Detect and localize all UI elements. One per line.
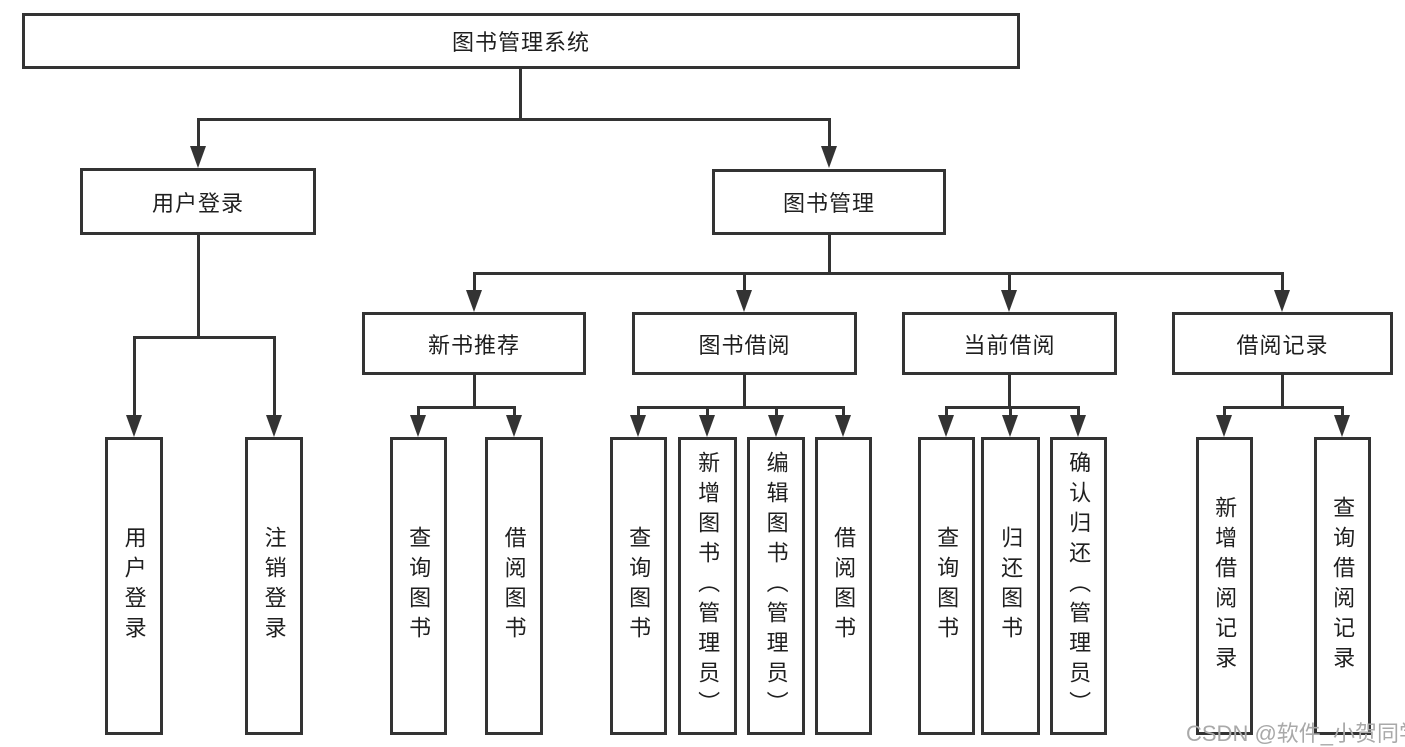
connector-line xyxy=(828,118,831,150)
connector-line xyxy=(828,234,831,272)
leaf-label: 查询图书 xyxy=(406,526,432,646)
connector-line xyxy=(743,272,746,294)
node-label: 新书推荐 xyxy=(427,332,520,358)
arrow-down-icon xyxy=(821,146,837,168)
connector-line xyxy=(945,406,1079,409)
node-book-borrow: 图书借阅 xyxy=(632,312,857,375)
arrow-down-icon xyxy=(466,290,482,312)
leaf-logout: 注销登录 xyxy=(245,437,303,735)
node-current-borrow: 当前借阅 xyxy=(902,312,1117,375)
arrow-down-icon xyxy=(1070,415,1086,437)
connector-line xyxy=(519,68,522,118)
connector-line xyxy=(133,336,276,339)
node-label: 当前借阅 xyxy=(963,332,1056,358)
connector-line xyxy=(273,336,276,418)
leaf-label: 查询借阅记录 xyxy=(1330,496,1356,676)
arrow-down-icon xyxy=(1274,290,1290,312)
arrow-down-icon xyxy=(699,415,715,437)
connector-line xyxy=(1281,374,1284,407)
leaf-edit-book-admin: 编辑图书（管理员） xyxy=(747,437,805,735)
leaf-user-login: 用户登录 xyxy=(105,437,163,735)
leaf-borrow-books: 借阅图书 xyxy=(815,437,872,735)
arrow-down-icon xyxy=(506,415,522,437)
connector-line xyxy=(197,234,200,336)
node-label: 图书管理系统 xyxy=(451,30,590,55)
arrow-down-icon xyxy=(1002,415,1018,437)
connector-line xyxy=(197,118,200,150)
leaf-query-books-current: 查询图书 xyxy=(918,437,975,735)
connector-line xyxy=(743,374,746,407)
leaf-label: 查询图书 xyxy=(934,526,960,646)
leaf-add-borrow-record: 新增借阅记录 xyxy=(1196,437,1253,735)
connector-line xyxy=(473,272,1283,275)
connector-line xyxy=(842,406,845,418)
connector-line xyxy=(417,406,420,418)
arrow-down-icon xyxy=(1334,415,1350,437)
connector-line xyxy=(1223,406,1226,418)
arrow-down-icon xyxy=(835,415,851,437)
leaf-return-book: 归还图书 xyxy=(981,437,1040,735)
leaf-label: 确认归还（管理员） xyxy=(1066,451,1092,721)
connector-line xyxy=(133,336,136,418)
arrow-down-icon xyxy=(938,415,954,437)
connector-line xyxy=(1077,406,1080,418)
connector-line xyxy=(945,406,948,418)
node-borrow-records: 借阅记录 xyxy=(1172,312,1393,375)
leaf-confirm-return-admin: 确认归还（管理员） xyxy=(1050,437,1107,735)
leaf-label: 用户登录 xyxy=(121,526,147,646)
node-label: 用户登录 xyxy=(151,190,244,216)
arrow-down-icon xyxy=(126,415,142,437)
node-new-book-recommend: 新书推荐 xyxy=(362,312,586,375)
leaf-query-books-recommend: 查询图书 xyxy=(390,437,447,735)
leaf-label: 新增图书（管理员） xyxy=(695,451,721,721)
connector-line xyxy=(1009,406,1012,418)
leaf-label: 借阅图书 xyxy=(831,526,857,646)
connector-line xyxy=(706,406,709,418)
node-book-management: 图书管理 xyxy=(712,169,946,235)
connector-line xyxy=(1281,272,1284,294)
connector-line xyxy=(513,406,516,418)
leaf-borrow-books-recommend: 借阅图书 xyxy=(485,437,543,735)
arrow-down-icon xyxy=(266,415,282,437)
connector-line xyxy=(197,118,831,121)
leaf-label: 归还图书 xyxy=(998,526,1024,646)
watermark-text: CSDN @软件_小贺同学 xyxy=(1186,721,1405,746)
leaf-query-books-borrow: 查询图书 xyxy=(610,437,667,735)
leaf-label: 新增借阅记录 xyxy=(1212,496,1238,676)
arrow-down-icon xyxy=(630,415,646,437)
leaf-query-borrow-record: 查询借阅记录 xyxy=(1314,437,1371,735)
connector-line xyxy=(775,406,778,418)
node-library-system: 图书管理系统 xyxy=(22,13,1020,69)
arrow-down-icon xyxy=(1216,415,1232,437)
connector-line xyxy=(473,272,476,294)
connector-line xyxy=(1223,406,1343,409)
leaf-label: 查询图书 xyxy=(626,526,652,646)
arrow-down-icon xyxy=(768,415,784,437)
connector-line xyxy=(1341,406,1344,418)
node-label: 借阅记录 xyxy=(1236,332,1329,358)
connector-line xyxy=(637,406,640,418)
node-user-login-branch: 用户登录 xyxy=(80,168,316,235)
leaf-label: 编辑图书（管理员） xyxy=(763,451,789,721)
arrow-down-icon xyxy=(736,290,752,312)
arrow-down-icon xyxy=(410,415,426,437)
arrow-down-icon xyxy=(1001,290,1017,312)
node-label: 图书管理 xyxy=(782,191,875,216)
connector-line xyxy=(1008,375,1011,407)
leaf-add-book-admin: 新增图书（管理员） xyxy=(678,437,737,735)
connector-line xyxy=(1008,272,1011,294)
leaf-label: 借阅图书 xyxy=(501,526,527,646)
arrow-down-icon xyxy=(190,146,206,168)
connector-line xyxy=(473,374,476,407)
connector-line xyxy=(417,406,516,409)
node-label: 图书借阅 xyxy=(698,332,791,358)
connector-line xyxy=(637,406,845,409)
leaf-label: 注销登录 xyxy=(261,526,287,646)
